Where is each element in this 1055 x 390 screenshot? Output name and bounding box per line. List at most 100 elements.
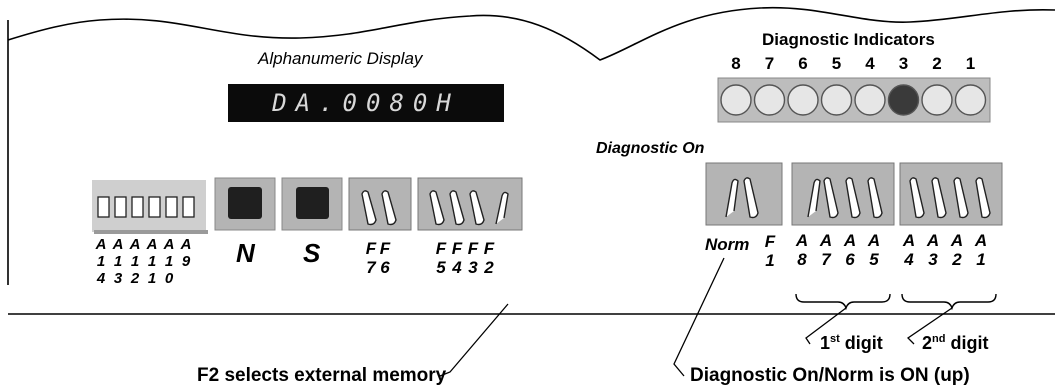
dip-switch-5[interactable] (165, 196, 178, 218)
f5432-label-1-letter: F (435, 239, 447, 258)
dip-label-1-num: 1 (96, 253, 106, 270)
f76-label-1-letter: F (365, 239, 377, 258)
first-digit-label-2-num: 7 (821, 250, 831, 269)
f5432-label-3-num: 3 (468, 258, 478, 277)
dip-switch-group (97, 196, 195, 218)
second-digit-label-4-num: 1 (976, 250, 986, 269)
diagnostic-led-8 (720, 84, 752, 116)
f5432-label-4-letter: F (483, 239, 495, 258)
first-digit-label-3-letter: A (843, 231, 857, 250)
digit1-switch-1[interactable] (807, 178, 821, 218)
first-digit-label-4-letter: A (867, 231, 881, 250)
f5432-switch-4[interactable] (495, 191, 509, 225)
dip-switch-2[interactable] (114, 196, 127, 218)
alphanumeric-display-title: Alphanumeric Display (258, 49, 423, 68)
f5432-switch-1[interactable] (429, 190, 445, 226)
f5432-label-4-num: 2 (484, 258, 494, 277)
dip-label-4-num2: 1 (147, 270, 157, 287)
first-digit-label-1-letter: A (795, 231, 809, 250)
f5432-switches (429, 190, 509, 226)
f5432-label-3-letter: F (467, 239, 479, 258)
second-digit-label-1-letter: A (902, 231, 916, 250)
digit2-switch-1[interactable] (909, 177, 925, 219)
dip-switch-6[interactable] (182, 196, 195, 218)
dip-switch-shadow (94, 230, 208, 234)
diag-switches (725, 177, 759, 219)
digit1-switch-3[interactable] (845, 177, 861, 219)
dip-label-1-letter: A (95, 236, 107, 253)
digit1-switch-4[interactable] (867, 177, 883, 219)
s-button[interactable] (296, 187, 329, 219)
alphanumeric-readout: DA.0080H (272, 89, 460, 117)
first-digit-sup: st (830, 333, 840, 345)
second-digit-sup: nd (932, 333, 946, 345)
f5432-switch-3[interactable] (469, 190, 485, 226)
second-digit-leader (906, 307, 953, 345)
f76-label-2-letter: F (379, 239, 391, 258)
diagnostic-led-6 (787, 84, 819, 116)
dip-label-5-letter: A (163, 236, 175, 253)
diagnostic-led-2 (921, 84, 953, 116)
f76-label-1-num: 7 (366, 258, 376, 277)
second-digit-label-2-letter: A (926, 231, 940, 250)
dip-label-3-num: 1 (130, 253, 140, 270)
dip-label-3-letter: A (129, 236, 141, 253)
diag-led-group (720, 84, 987, 116)
first-digit-label-4-num: 5 (869, 250, 879, 269)
f5432-label-2-num: 4 (452, 258, 462, 277)
f2-note: F2 selects external memory (197, 365, 447, 386)
diagnostic-led-5 (820, 84, 853, 116)
second-digit-label-3-letter: A (950, 231, 964, 250)
digit1-switch-2[interactable] (823, 177, 839, 219)
diagnostic-number-1: 1 (965, 54, 976, 73)
diagnostic-led-3 (887, 84, 920, 116)
second-digit-note: 2nd digit (922, 333, 988, 353)
f1-label-letter: F (764, 232, 776, 251)
digit2-switch-3[interactable] (953, 177, 969, 219)
diagnostic-number-4: 4 (865, 54, 875, 73)
digit2-switch-4[interactable] (975, 177, 991, 219)
norm-label: Norm (705, 235, 750, 254)
f2-leader-line (439, 303, 509, 377)
dip-label-6-num: 9 (181, 253, 191, 270)
dip-label-1-num2: 4 (96, 270, 106, 287)
first-digit-brace (795, 293, 891, 311)
dip-label-3-num2: 2 (130, 270, 140, 287)
diagnostic-number-8: 8 (731, 54, 741, 73)
second-digit-label-3-num: 2 (952, 250, 962, 269)
alphanumeric-display: DA.0080H (228, 84, 504, 122)
second-digit-label-2-num: 3 (928, 250, 938, 269)
dip-label-4-letter: A (146, 236, 158, 253)
diag-switch-2[interactable] (743, 177, 759, 219)
first-digit-leader (805, 307, 847, 345)
f5432-switch-2[interactable] (449, 190, 465, 226)
f76-switch-2[interactable] (381, 190, 397, 226)
s-button-label: S (303, 238, 321, 268)
first-digit-label-1-num: 8 (797, 250, 807, 269)
f76-switch-1[interactable] (361, 190, 377, 226)
diagnostic-note: Diagnostic On/Norm is ON (up) (690, 365, 970, 386)
first-digit-switches (807, 177, 883, 219)
dip-switch-3[interactable] (131, 196, 144, 218)
n-button[interactable] (228, 187, 262, 219)
first-digit-word: digit (839, 333, 883, 353)
diag-switch-1[interactable] (725, 178, 739, 218)
diagnostic-led-7 (753, 84, 786, 116)
dip-label-5-num: 1 (164, 253, 174, 270)
dip-label-2-letter: A (112, 236, 124, 253)
diag-leader-line (673, 257, 725, 377)
dip-switch-4[interactable] (148, 196, 161, 218)
dip-switch-1[interactable] (97, 196, 110, 218)
dip-label-4-num: 1 (147, 253, 157, 270)
diagnostic-number-7: 7 (764, 54, 775, 73)
diagnostic-number-5: 5 (831, 54, 842, 73)
dip-label-5-num2: 0 (164, 270, 174, 287)
f76-switches (361, 190, 397, 226)
dip-label-2-num: 1 (113, 253, 123, 270)
digit2-switch-2[interactable] (931, 177, 947, 219)
first-digit-label-2-letter: A (819, 231, 833, 250)
f5432-label-1-num: 5 (436, 258, 446, 277)
dip-label-6-letter: A (180, 236, 192, 253)
